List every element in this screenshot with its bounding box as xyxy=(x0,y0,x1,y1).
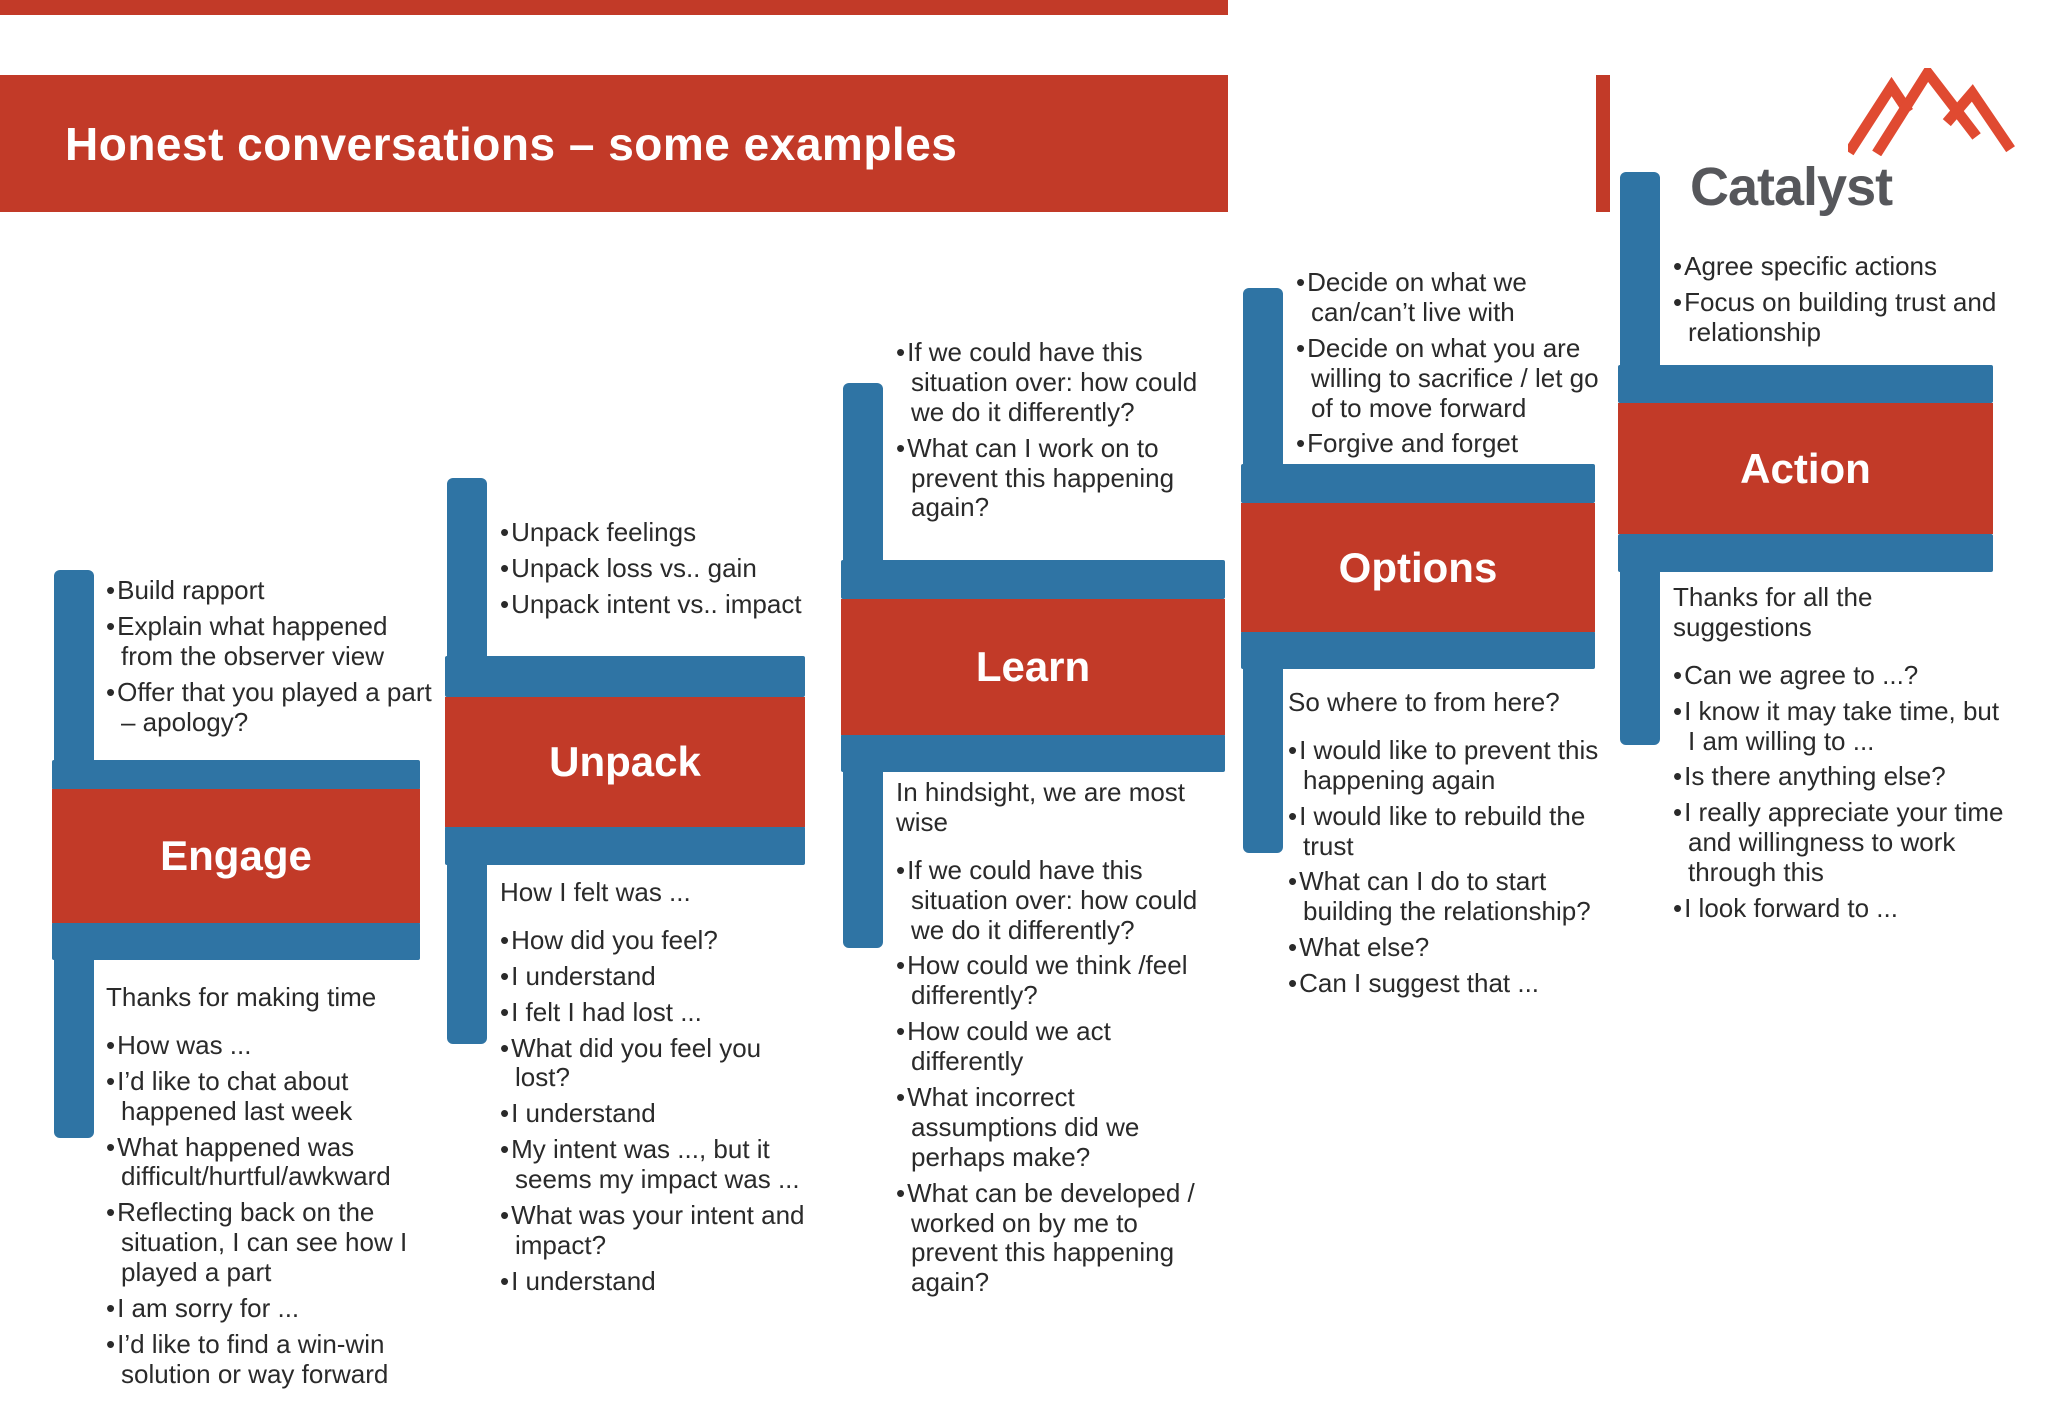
logo-text: Catalyst xyxy=(1690,157,1893,217)
unpack-title: Unpack xyxy=(549,738,701,785)
options-intro: So where to from here? xyxy=(1288,687,1560,717)
mountains-icon xyxy=(1848,68,2015,156)
options-top-bar xyxy=(1241,464,1595,503)
unpack-bottom-bullets: How did you feel? I understand I felt I ha… xyxy=(500,925,814,1297)
bullet-item: I understand xyxy=(500,1098,814,1129)
bullet-item: Reflecting back on the situation, I can … xyxy=(106,1197,440,1288)
options-bottom-block: So where to from here? I would like to p… xyxy=(1288,687,1618,1005)
engage-intro: Thanks for making time xyxy=(106,982,377,1012)
bullet-item: My intent was ..., but it seems my impac… xyxy=(500,1134,814,1195)
bullet-item: What did you feel you lost? xyxy=(500,1033,814,1094)
learn-top-bullets: If we could have this situation over: ho… xyxy=(896,337,1228,529)
learn-bottom-block: In hindsight, we are most wise If we cou… xyxy=(896,777,1218,1304)
bullet-item: What incorrect assumptions did we perhap… xyxy=(896,1082,1218,1173)
learn-intro: In hindsight, we are most wise xyxy=(896,777,1186,837)
engage-bottom-bullets: How was ... I’d like to chat about happen… xyxy=(106,1030,440,1390)
bullet-item: Offer that you played a part – apology? xyxy=(106,677,442,738)
bullet-item: Explain what happened from the observer … xyxy=(106,611,442,672)
bullet-item: Build rapport xyxy=(106,575,442,606)
bullet-item: Agree specific actions xyxy=(1673,251,2007,282)
action-bottom-bar xyxy=(1618,534,1993,572)
engage-top-bar xyxy=(52,760,420,790)
engage-top-bullets: Build rapportExplain what happened from … xyxy=(106,575,442,743)
bullet-item: What can I work on to prevent this happe… xyxy=(896,433,1228,524)
bullet-item: I’d like to find a win-win solution or w… xyxy=(106,1329,440,1390)
learn-bottom-bar xyxy=(841,734,1225,772)
bullet-item: Unpack feelings xyxy=(500,517,812,548)
unpack-top-bullets: Unpack feelingsUnpack loss vs.. gainUnpa… xyxy=(500,517,812,626)
bullet-item: Decide on what you are willing to sacrif… xyxy=(1296,333,1620,424)
bullet-item: Focus on building trust and relationship xyxy=(1673,287,2007,348)
unpack-bottom-bar xyxy=(445,826,805,865)
bullet-item: Can I suggest that ... xyxy=(1288,968,1618,999)
options-top-bullets: Decide on what we can/can’t live withDec… xyxy=(1296,267,1620,465)
action-intro: Thanks for all the suggestions xyxy=(1673,582,1873,642)
bullet-item: I felt I had lost ... xyxy=(500,997,814,1028)
engage-title-box: Engage xyxy=(52,789,420,923)
bullet-item: What else? xyxy=(1288,932,1618,963)
bullet-item: If we could have this situation over: ho… xyxy=(896,855,1218,946)
options-bottom-bar xyxy=(1241,631,1595,669)
bullet-item: How was ... xyxy=(106,1030,440,1061)
bullet-item: Forgive and forget xyxy=(1296,429,1620,459)
bullet-item: I look forward to ... xyxy=(1673,893,2005,924)
bullet-item: I understand xyxy=(500,1266,814,1297)
bullet-item: If we could have this situation over: ho… xyxy=(896,337,1228,428)
unpack-bottom-block: How I felt was ... How did you feel? I un… xyxy=(500,877,814,1303)
engage-bottom-block: Thanks for making time How was ... I’d li… xyxy=(106,982,440,1396)
title-banner: Honest conversations – some examples xyxy=(0,75,1228,212)
bullet-item: How could we act differently xyxy=(896,1016,1218,1077)
bullet-item: Is there anything else? xyxy=(1673,762,2005,792)
unpack-top-bar xyxy=(445,656,805,697)
bullet-item: How could we think /feel differently? xyxy=(896,951,1218,1011)
bullet-item: What was your intent and impact? xyxy=(500,1200,814,1261)
action-title-box: Action xyxy=(1618,403,1993,534)
learn-bottom-bullets: If we could have this situation over: ho… xyxy=(896,855,1218,1299)
bullet-item: Unpack intent vs.. impact xyxy=(500,589,812,620)
catalyst-logo: Catalyst xyxy=(1670,60,2030,220)
bullet-item: I would like to rebuild the trust xyxy=(1288,801,1618,862)
unpack-title-box: Unpack xyxy=(445,697,805,827)
engage-title: Engage xyxy=(160,832,312,879)
bullet-item: I understand xyxy=(500,961,814,992)
action-bottom-bullets: Can we agree to ...? I know it may take t… xyxy=(1673,660,2005,924)
bullet-item: I really appreciate your time and willin… xyxy=(1673,797,2005,888)
options-title: Options xyxy=(1338,543,1498,591)
learn-top-bar xyxy=(841,560,1225,599)
page-title: Honest conversations – some examples xyxy=(65,117,958,170)
action-bottom-block: Thanks for all the suggestions Can we ag… xyxy=(1673,582,2005,930)
bullet-item: Decide on what we can/can’t live with xyxy=(1296,267,1620,328)
bullet-item: How did you feel? xyxy=(500,925,814,956)
bullet-item: Can we agree to ...? xyxy=(1673,660,2005,691)
learn-title: Learn xyxy=(975,643,1091,690)
options-bottom-bullets: I would like to prevent this happening a… xyxy=(1288,735,1618,999)
bullet-item: I’d like to chat about happened last wee… xyxy=(106,1066,440,1127)
options-title-box: Options xyxy=(1241,503,1595,632)
bullet-item: What happened was difficult/hurtful/awkw… xyxy=(106,1132,440,1193)
bullet-item: I would like to prevent this happening a… xyxy=(1288,735,1618,796)
action-top-bar xyxy=(1618,365,1993,403)
top-accent-strip xyxy=(0,0,1228,15)
bullet-item: I know it may take time, but I am willin… xyxy=(1673,696,2005,757)
bullet-item: Unpack loss vs.. gain xyxy=(500,553,812,584)
banner-accent-strip xyxy=(1596,75,1610,212)
learn-title-box: Learn xyxy=(841,599,1225,735)
engage-bottom-bar xyxy=(52,922,420,960)
bullet-item: What can I do to start building the rela… xyxy=(1288,867,1618,927)
bullet-item: I am sorry for ... xyxy=(106,1293,440,1324)
bullet-item: What can be developed / worked on by me … xyxy=(896,1178,1218,1299)
action-top-bullets: Agree specific actionsFocus on building … xyxy=(1673,251,2007,354)
action-title: Action xyxy=(1740,444,1871,492)
unpack-intro: How I felt was ... xyxy=(500,877,691,907)
